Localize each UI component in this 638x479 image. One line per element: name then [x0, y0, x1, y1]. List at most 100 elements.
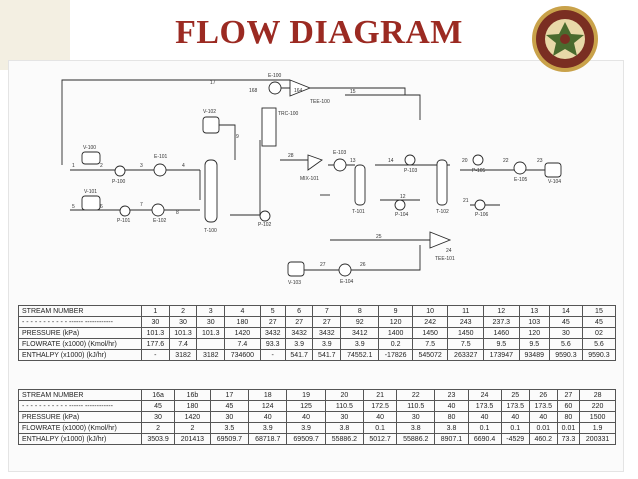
table-cell: 10	[411, 305, 449, 317]
svg-text:28: 28	[288, 153, 294, 159]
table-cell: 60	[556, 400, 581, 412]
svg-text:V-103: V-103	[288, 280, 301, 286]
table-cell: 3.9	[340, 338, 380, 350]
svg-text:6: 6	[100, 204, 103, 210]
svg-text:164: 164	[294, 88, 303, 94]
svg-text:TEE-101: TEE-101	[435, 256, 455, 262]
svg-text:12: 12	[400, 194, 406, 200]
svg-text:27: 27	[320, 262, 326, 268]
svg-text:24: 24	[446, 248, 452, 254]
table-cell: 6690.4	[467, 433, 502, 445]
table-cell: 5.6	[581, 338, 617, 350]
table-cell: 3503.9	[140, 433, 176, 445]
table-row: - - - - - - - - - - - ------ -----------…	[18, 316, 617, 328]
table-cell: 103	[518, 316, 550, 328]
svg-text:V-102: V-102	[203, 109, 216, 115]
svg-text:17: 17	[210, 80, 216, 86]
table-cell: 1	[141, 305, 170, 317]
table-cell: 120	[378, 316, 413, 328]
table-cell: 28	[579, 389, 616, 401]
svg-text:P-100: P-100	[112, 179, 126, 185]
table-cell: 13	[518, 305, 550, 317]
table-cell: 26	[528, 389, 558, 401]
table-cell: 27	[259, 316, 286, 328]
e-101-exchanger-icon	[153, 163, 167, 177]
table-cell: 173.5	[528, 400, 558, 412]
svg-text:T-100: T-100	[204, 228, 217, 234]
table-cell: 7.4	[168, 338, 198, 350]
table-cell: 25	[500, 389, 530, 401]
table-cell: 242	[411, 316, 449, 328]
table-cell: 3.5	[209, 422, 250, 434]
table-cell: 180	[174, 400, 211, 412]
svg-text:P-103: P-103	[404, 168, 418, 174]
table-cell: 0.01	[556, 422, 581, 434]
table-row: - - - - - - - - - - - ------ -----------…	[18, 400, 616, 412]
svg-text:168: 168	[249, 88, 258, 94]
table-cell: 3.9	[312, 338, 342, 350]
table-cell: 172.5	[363, 400, 398, 412]
table-cell: 9590.3	[548, 349, 583, 361]
svg-text:21: 21	[463, 198, 469, 204]
table-cell: 40	[528, 411, 558, 423]
table-cell: 3.8	[396, 422, 436, 434]
table-cell: 3.8	[434, 422, 469, 434]
table-cell: 1500	[579, 411, 616, 423]
table-cell: 220	[579, 400, 616, 412]
table-cell: 93489	[518, 349, 550, 361]
e-104-exchanger-icon	[338, 263, 352, 277]
table-cell: 8907.1	[434, 433, 469, 445]
p-102-pump-icon	[259, 210, 271, 222]
svg-text:E-101: E-101	[154, 154, 168, 160]
table-cell: 460.2	[528, 433, 558, 445]
table-cell: 40	[467, 411, 502, 423]
table-cell: 7.4	[224, 338, 261, 350]
table-cell: 40	[363, 411, 398, 423]
table-cell: 101.3	[141, 327, 170, 339]
table-cell: -17826	[378, 349, 413, 361]
t-101-column-icon	[354, 164, 366, 206]
table-cell: 19	[286, 389, 326, 401]
row-label: ENTHALPY (x1000) (kJ/hr)	[18, 433, 142, 445]
p-103-pump-icon	[404, 154, 416, 166]
table-cell: 734600	[224, 349, 261, 361]
table-cell: 45	[209, 400, 250, 412]
table-cell: 5.6	[548, 338, 583, 350]
table-cell: 173.5	[500, 400, 530, 412]
svg-text:22: 22	[503, 158, 509, 164]
table-cell: 02	[581, 327, 617, 339]
svg-text:V-101: V-101	[84, 189, 97, 195]
p-101-pump-icon	[119, 205, 131, 217]
table-cell: 2	[168, 305, 198, 317]
svg-text:E-103: E-103	[333, 150, 347, 156]
table-cell: 80	[434, 411, 469, 423]
page-title: FLOW DIAGRAM	[175, 14, 463, 51]
svg-text:V-100: V-100	[83, 145, 96, 151]
table-cell: 69509.7	[209, 433, 250, 445]
table-cell: 30	[168, 316, 198, 328]
table-cell: 237.3	[483, 316, 520, 328]
row-label: STREAM NUMBER	[18, 389, 142, 401]
p-104-pump-icon	[394, 199, 406, 211]
table-cell: 1450	[447, 327, 485, 339]
svg-text:15: 15	[350, 89, 356, 95]
table-cell: 73.3	[556, 433, 581, 445]
row-label: - - - - - - - - - - - ------ -----------…	[18, 400, 142, 412]
table-cell: -	[259, 349, 286, 361]
svg-text:E-104: E-104	[340, 279, 354, 285]
table-cell: 1420	[174, 411, 211, 423]
table-cell: 93.3	[259, 338, 286, 350]
table-cell: 541.7	[312, 349, 342, 361]
v-104-vessel-icon	[544, 162, 562, 178]
svg-text:3: 3	[140, 163, 143, 169]
table-cell: 30	[396, 411, 436, 423]
table-cell: 2	[174, 422, 211, 434]
table-cell: 30	[141, 316, 170, 328]
row-label: STREAM NUMBER	[18, 305, 142, 317]
table-cell: 40	[500, 411, 530, 423]
table-cell: 40	[434, 400, 469, 412]
table-cell: 14	[548, 305, 583, 317]
e-102-exchanger-icon	[151, 203, 165, 217]
table-cell: 0.01	[528, 422, 558, 434]
p-100-pump-icon	[114, 165, 126, 177]
